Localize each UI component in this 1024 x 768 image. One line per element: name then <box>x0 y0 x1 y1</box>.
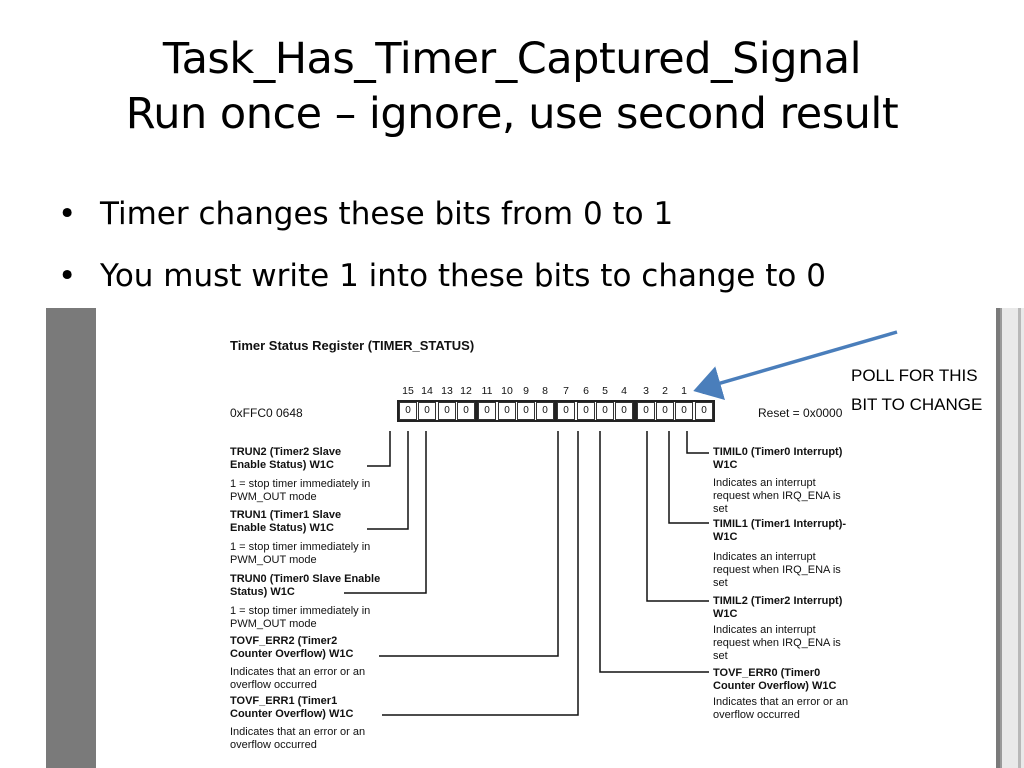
bit-group-box <box>555 400 635 422</box>
leader-tovf-err0 <box>599 431 709 673</box>
bit-number: 11 <box>481 385 493 397</box>
bit-group-box <box>635 400 715 422</box>
leader-lines <box>344 431 709 716</box>
leader-trun1 <box>367 431 409 530</box>
callout-line-2: BIT TO CHANGE <box>851 395 983 414</box>
bullet-list: • Timer changes these bits from 0 to 1 •… <box>58 190 826 314</box>
leader-trun0 <box>344 431 427 594</box>
bit-cell: 0 <box>438 402 456 420</box>
bit-number: 14 <box>421 385 433 397</box>
bit-cell: 0 <box>557 402 575 420</box>
bit-cell: 0 <box>695 402 713 420</box>
bullet-text: Timer changes these bits from 0 to 1 <box>100 196 674 232</box>
page-edge-line <box>1018 308 1021 768</box>
bit-number: 2 <box>662 385 668 397</box>
bit-number: 1 <box>681 385 687 397</box>
callout-text: POLL FOR THIS BIT TO CHANGE <box>851 361 982 419</box>
callout-line-1: POLL FOR THIS <box>851 366 978 385</box>
bit-number: 10 <box>501 385 513 397</box>
bullet-dot: • <box>58 196 77 232</box>
slide-title-line-1: Task_Has_Timer_Captured_Signal <box>162 34 862 84</box>
bit-cell: 0 <box>596 402 614 420</box>
bit-number: 6 <box>583 385 589 397</box>
bit-number: 5 <box>602 385 608 397</box>
register-address: 0xFFC0 0648 <box>230 406 303 420</box>
bit-cell: 0 <box>517 402 535 420</box>
leader-timil0 <box>686 431 709 454</box>
bit-number: 9 <box>523 385 529 397</box>
bit-number: 13 <box>441 385 453 397</box>
bit-cell: 0 <box>536 402 554 420</box>
field-timil2-name: TIMIL2 (Timer2 Interrupt)W1C <box>713 595 843 620</box>
register-title: Timer Status Register (TIMER_STATUS) <box>230 338 475 353</box>
bit-number: 3 <box>643 385 649 397</box>
bit-cell: 0 <box>577 402 595 420</box>
bullet-dot: • <box>58 258 77 294</box>
bit-cell: 0 <box>637 402 655 420</box>
field-timil1-name: TIMIL1 (Timer1 Interrupt)-W1C <box>713 518 847 543</box>
bullet-text: You must write 1 into these bits to chan… <box>100 258 826 294</box>
slide-title-line-2: Run once – ignore, use second result <box>125 89 899 139</box>
bullet-item: • Timer changes these bits from 0 to 1 <box>58 190 826 252</box>
bit-number: 4 <box>621 385 627 397</box>
bit-cell: 0 <box>399 402 417 420</box>
bit-number: 7 <box>563 385 569 397</box>
bit-number: 8 <box>542 385 548 397</box>
bit-number: 12 <box>460 385 472 397</box>
bullet-item: • You must write 1 into these bits to ch… <box>58 252 826 314</box>
bit-number: 15 <box>402 385 414 397</box>
leader-timil2 <box>646 431 709 602</box>
leader-tovf-err1 <box>382 431 579 716</box>
bit-cell: 0 <box>675 402 693 420</box>
bit-cell: 0 <box>418 402 436 420</box>
slide-title: Task_Has_Timer_Captured_Signal Run once … <box>0 32 1024 142</box>
bit-cell: 0 <box>478 402 496 420</box>
leader-timil1 <box>668 431 709 524</box>
bit-cell: 0 <box>615 402 633 420</box>
field-timil0-name: TIMIL0 (Timer0 Interrupt)W1C <box>713 446 843 471</box>
register-reset-value: Reset = 0x0000 <box>758 406 843 420</box>
bit-cell: 0 <box>498 402 516 420</box>
bit-cell: 0 <box>457 402 475 420</box>
bit-cell: 0 <box>656 402 674 420</box>
leader-tovf-err2 <box>379 431 559 657</box>
leader-trun2 <box>367 431 391 467</box>
